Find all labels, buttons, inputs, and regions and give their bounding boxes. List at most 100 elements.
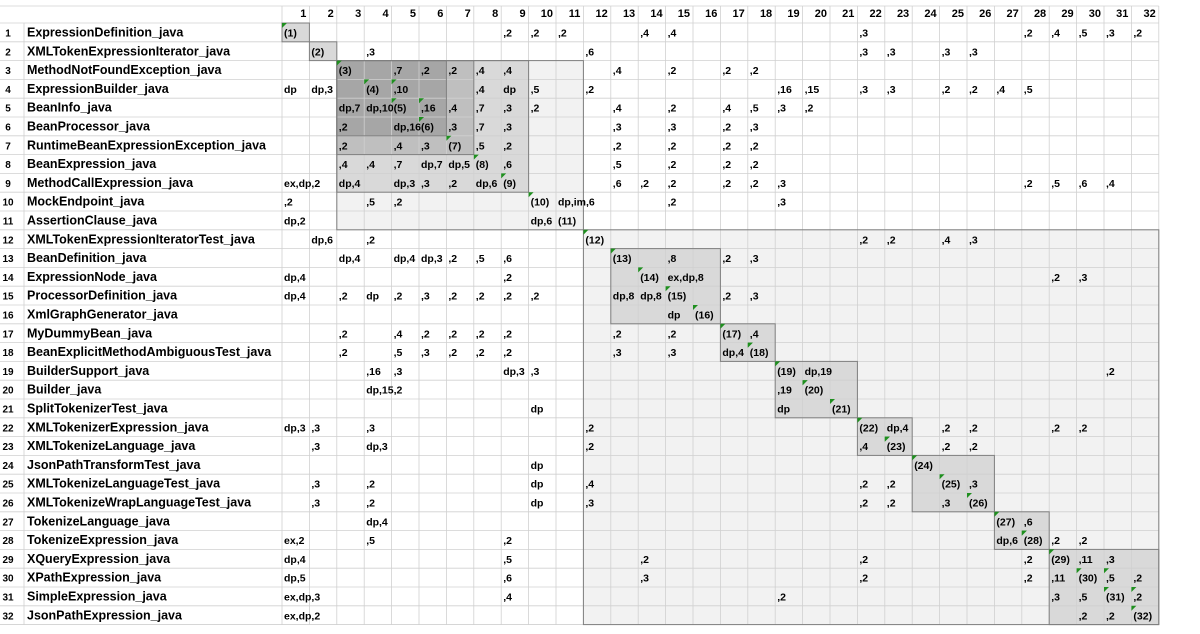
corner-marker xyxy=(364,79,370,85)
row-number: 9 xyxy=(5,179,11,190)
matrix-cell-value: ,2 xyxy=(668,140,677,152)
column-number: 16 xyxy=(705,8,717,20)
matrix-cell-value: ,3 xyxy=(750,291,759,303)
matrix-cell-value: ,3 xyxy=(640,573,649,585)
row-name: MethodCallExpression_java xyxy=(27,176,194,190)
matrix-cell-value: dp xyxy=(531,404,544,416)
matrix-cell-value: ,3 xyxy=(859,46,868,58)
corner-marker xyxy=(967,493,972,498)
row-name: XMLTokenExpressionIteratorTest_java xyxy=(27,232,256,246)
matrix-cell-value: ,2 xyxy=(339,347,348,359)
matrix-cell-value: dp,3 xyxy=(394,178,416,190)
matrix-cell-value: ,3 xyxy=(311,422,320,434)
corner-marker xyxy=(446,135,452,141)
matrix-cell-value: dp,10 xyxy=(366,103,394,115)
column-number: 29 xyxy=(1061,8,1073,20)
column-number: 14 xyxy=(650,8,663,20)
row-name: BeanProcessor_java xyxy=(27,120,151,134)
row-name: XmlGraphGenerator_java xyxy=(27,308,179,322)
row-number: 5 xyxy=(5,104,11,115)
matrix-cell-value: ,2 xyxy=(668,197,677,209)
matrix-cell-value: dp xyxy=(531,460,544,472)
row-number: 26 xyxy=(2,499,14,510)
matrix-cell-value: ,2 xyxy=(558,28,567,40)
matrix-cell-value: ,3 xyxy=(777,178,786,190)
matrix-cell-value: ex,dp,8 xyxy=(668,272,704,284)
matrix-cell-value: (3) xyxy=(339,65,352,77)
matrix-cell-value: ,2 xyxy=(339,140,348,152)
matrix-cell-value: ,19 xyxy=(777,385,792,397)
column-number: 10 xyxy=(541,8,553,20)
matrix-cell-value: ,4 xyxy=(668,28,677,40)
row-number: 12 xyxy=(2,235,14,246)
matrix-cell-value: dp xyxy=(668,310,681,322)
row-name: MockEndpoint_java xyxy=(27,195,145,209)
matrix-cell-value: ,6 xyxy=(1024,516,1033,528)
matrix-cell-value: (13) xyxy=(613,253,632,265)
module-block xyxy=(282,23,310,42)
matrix-cell-value: ,2 xyxy=(531,28,540,40)
matrix-cell-value: dp,3 xyxy=(311,84,333,96)
matrix-cell-value: ,4 xyxy=(476,65,485,77)
module-block-borders xyxy=(281,22,1160,626)
matrix-cell-value: dp,4 xyxy=(887,422,909,434)
corner-marker xyxy=(939,474,945,480)
module-block-border xyxy=(856,417,913,456)
matrix-cell-value: ,2 xyxy=(613,140,622,152)
row-name: BeanInfo_java xyxy=(27,101,113,115)
matrix-cell-value: ,3 xyxy=(421,140,430,152)
column-number: 3 xyxy=(355,8,361,20)
matrix-cell-value: ,2 xyxy=(585,441,594,453)
matrix-cell-value: (31) xyxy=(1106,592,1125,604)
matrix-cell-value: ,2 xyxy=(366,498,375,510)
matrix-cell-value: ,2 xyxy=(503,535,512,547)
row-name: SplitTokenizerTest_java xyxy=(27,402,169,416)
matrix-cell-value: ,2 xyxy=(750,65,759,77)
matrix-cell-value: ,2 xyxy=(448,65,457,77)
matrix-cell-value: dp xyxy=(503,84,516,96)
matrix-cell-value: ,3 xyxy=(366,46,375,58)
matrix-cell-value: dp,4 xyxy=(339,253,361,265)
matrix-cell-value: ,2 xyxy=(503,140,512,152)
row-name: AssertionClause_java xyxy=(27,214,158,228)
matrix-cell-value: ,3 xyxy=(1079,272,1088,284)
matrix-cell-value: ,2 xyxy=(942,441,951,453)
matrix-cell-value: (22) xyxy=(859,422,878,434)
matrix-cell-value: ,2 xyxy=(1024,554,1033,566)
matrix-cell-value: ,2 xyxy=(1079,610,1088,622)
matrix-cell-value: ,2 xyxy=(503,272,512,284)
matrix-cell-value: ,7 xyxy=(476,103,485,115)
matrix-cell-value: ,6 xyxy=(503,159,512,171)
matrix-cell-value: ,3 xyxy=(421,178,430,190)
matrix-cell-value: dp,7 xyxy=(339,103,361,115)
matrix-cell-value: dp xyxy=(777,404,790,416)
module-block-border xyxy=(993,511,1050,550)
row-name: XPathExpression_java xyxy=(27,571,162,585)
matrix-cell-value: ,6 xyxy=(585,46,594,58)
matrix-cell-value: ,2 xyxy=(476,291,485,303)
matrix-cell-value: (16) xyxy=(695,310,714,322)
matrix-cell-value: ,2 xyxy=(503,291,512,303)
row-name: XQueryExpression_java xyxy=(27,552,171,566)
row-name: XMLTokenizeLanguageTest_java xyxy=(27,477,221,491)
row-number: 19 xyxy=(2,367,14,378)
matrix-cell-value: dp,19 xyxy=(805,366,833,378)
row-name: ProcessorDefinition_java xyxy=(27,289,178,303)
matrix-cell-value: dp,6 xyxy=(531,216,553,228)
row-name: XMLTokenizeWrapLanguageTest_java xyxy=(27,496,252,510)
matrix-cell-value: ,2 xyxy=(1133,592,1142,604)
matrix-cell-value: (14) xyxy=(640,272,659,284)
matrix-cell-value: ,2 xyxy=(722,159,731,171)
matrix-cell-value: ,4 xyxy=(1106,178,1115,190)
module-block-border xyxy=(719,323,776,362)
row-number: 18 xyxy=(2,348,14,359)
matrix-cell-value: ,3 xyxy=(969,479,978,491)
matrix-cell-value: ex,dp,3 xyxy=(284,592,320,604)
column-number: 13 xyxy=(623,8,635,20)
matrix-cell-value: dp xyxy=(366,291,379,303)
matrix-cell-value: ,15 xyxy=(805,84,820,96)
matrix-cell-value: dp,4 xyxy=(284,554,306,566)
matrix-cell-value: dp,4 xyxy=(284,272,306,284)
matrix-cell-value: ,16 xyxy=(366,366,381,378)
